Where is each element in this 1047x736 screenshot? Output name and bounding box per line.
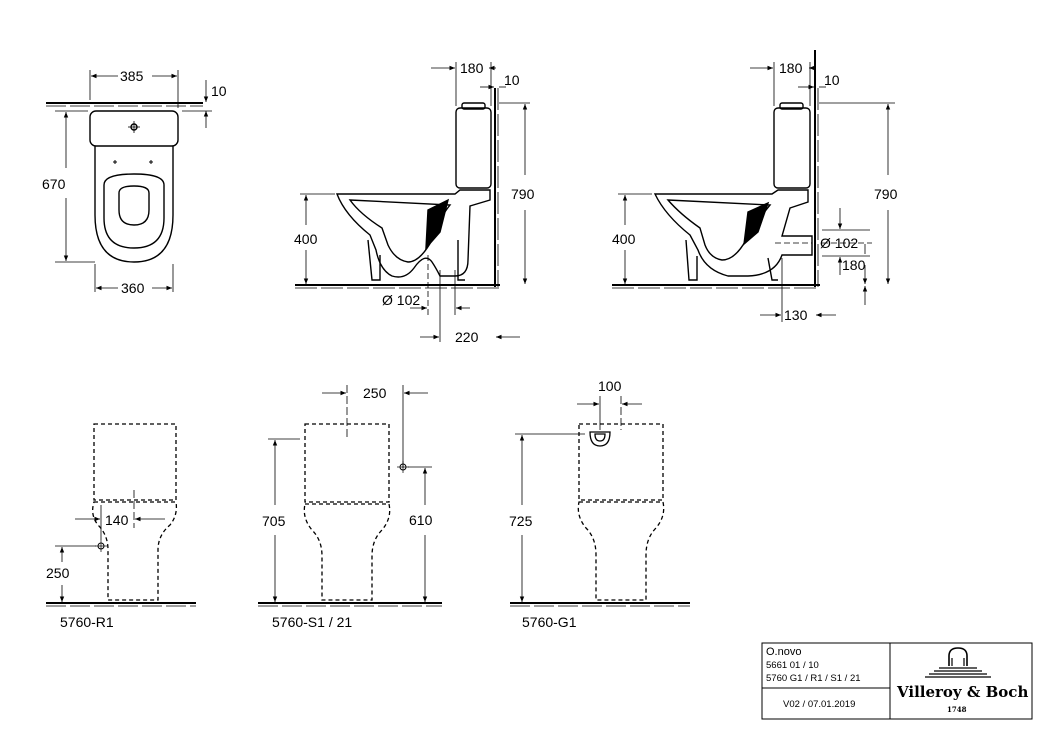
title-block	[761, 642, 1033, 720]
front-view-s1	[258, 385, 442, 607]
dim-side1-height: 790	[511, 186, 535, 202]
label-front1: 5760-R1	[60, 614, 114, 630]
front-view-g1	[510, 396, 690, 607]
dim-front1-inlet-height: 250	[46, 565, 70, 581]
dim-front2-offset: 250	[363, 385, 387, 401]
brand-established: 1748	[947, 705, 967, 714]
dim-side2-outlet-dia: Ø 102	[820, 235, 858, 251]
dim-side2-height: 790	[874, 186, 898, 202]
dim-side1-seat-height: 400	[294, 231, 318, 247]
dim-front1-offset: 140	[105, 512, 129, 528]
dim-front3-height: 725	[509, 513, 533, 529]
product-name: O.novo	[766, 646, 801, 658]
dim-top-view-width: 385	[120, 68, 144, 84]
dim-side1-gap: 10	[504, 72, 520, 88]
dim-side2-gap: 10	[824, 72, 840, 88]
product-code-2: 5760 G1 / R1 / S1 / 21	[766, 673, 861, 684]
side-view-wall-outlet	[612, 50, 895, 322]
top-view	[46, 70, 212, 292]
dim-top-view-base-width: 360	[121, 280, 145, 296]
dim-side2-outlet-distance: 130	[784, 307, 808, 323]
dim-top-view-offset: 10	[211, 83, 227, 99]
side-view-floor-outlet	[295, 62, 530, 342]
dim-side1-outlet-dia: Ø 102	[382, 292, 420, 308]
dim-side1-outlet-distance: 220	[455, 329, 479, 345]
dim-front2-height: 705	[262, 513, 286, 529]
dim-side2-seat-height: 400	[612, 231, 636, 247]
dim-side1-tank-depth: 180	[460, 60, 484, 76]
version-date: V02 / 07.01.2019	[783, 699, 855, 710]
brand-logo-text: Villeroy & Boch	[896, 683, 1028, 701]
label-front2: 5760-S1 / 21	[272, 614, 352, 630]
product-code-1: 5661 01 / 10	[766, 660, 819, 671]
dim-side2-outlet-height: 180	[842, 257, 866, 273]
dim-top-view-depth: 670	[42, 176, 66, 192]
dim-side2-tank-depth: 180	[779, 60, 803, 76]
front-view-r1	[46, 423, 196, 607]
dim-front2-inlet-height: 610	[409, 512, 433, 528]
label-front3: 5760-G1	[522, 614, 577, 630]
dim-front3-offset: 100	[598, 378, 622, 394]
